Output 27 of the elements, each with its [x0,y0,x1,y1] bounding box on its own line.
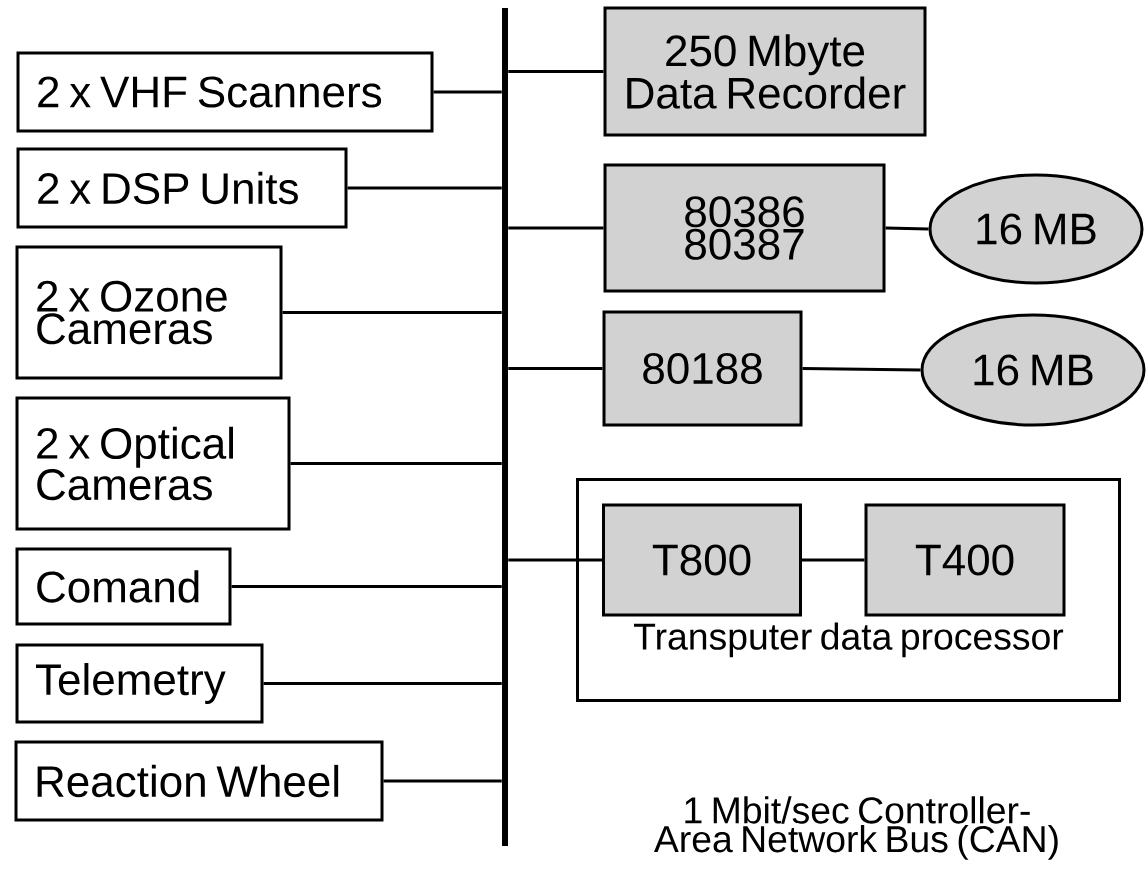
connector-line [263,682,502,685]
connector-line [290,462,502,465]
unit-box: 2 x Optical Cameras [15,396,291,531]
connector-line [508,226,604,230]
connector-line [508,367,603,370]
connector-line [433,90,502,94]
unit-box: Reaction Wheel [14,740,384,822]
connector-line [802,367,921,372]
connector-line [508,70,604,73]
connector-line [347,186,502,190]
connector-line [231,585,502,588]
processor-box: T800 [602,503,802,617]
processor-box: T400 [864,503,1066,617]
processor-box: 250 Mbyte Data Recorder [603,6,927,137]
connector-line [508,558,602,562]
unit-box: 2 x VHF Scanners [16,51,434,133]
connector-line [282,311,502,314]
processor-box: 80386 80387 [603,163,886,293]
bus-label: 1 Mbit/sec Controller-Area Network Bus (CAN) [653,796,1058,860]
unit-box: Telemetry [15,643,264,724]
connector-line [383,779,502,783]
connector-line [885,226,929,231]
unit-box: 2 x DSP Units [16,147,348,229]
connector-line [802,558,865,562]
unit-box: Comand [15,547,232,626]
unit-box: 2 x Ozone Cameras [15,245,283,380]
processor-box: 80188 [602,310,803,427]
